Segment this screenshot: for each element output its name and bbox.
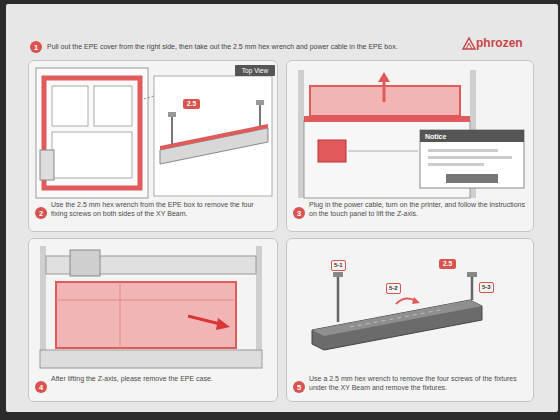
- step-caption: Use a 2.5 mm hex wrench to remove the fo…: [309, 375, 525, 399]
- step-number-text: 2: [39, 209, 43, 218]
- rect-shape: [318, 140, 346, 162]
- line-shape: [56, 300, 236, 301]
- polygon-shape: [160, 124, 268, 150]
- rect-shape: [428, 149, 498, 152]
- line-shape: [171, 116, 173, 144]
- node-text: Top View: [242, 67, 268, 74]
- brand-logo: phrozen: [476, 36, 523, 50]
- rect-shape: [446, 174, 498, 183]
- line-shape: [120, 282, 121, 348]
- logo-icon: [463, 38, 475, 49]
- printer-lift: [298, 70, 524, 198]
- step-caption: After lifting the Z-axis, please remove …: [51, 375, 269, 399]
- line-shape: [259, 104, 261, 126]
- rect-shape: [56, 282, 236, 348]
- line-shape: [337, 276, 340, 322]
- rect-shape: [333, 272, 343, 277]
- top-view-printer: [36, 68, 154, 198]
- step-number: 5: [293, 381, 305, 393]
- step-panel: Use a 2.5 mm hex wrench to remove the fo…: [286, 238, 534, 402]
- xy-beam-inset: [154, 76, 272, 196]
- step-number-text: 4: [39, 383, 43, 392]
- node-text: Notice: [425, 131, 446, 143]
- step-number: 3: [293, 207, 305, 219]
- rect-shape: [256, 100, 264, 105]
- line-shape: [188, 316, 220, 324]
- rect-shape: [304, 116, 470, 122]
- rect-shape: [52, 86, 88, 126]
- rect-shape: [467, 272, 477, 277]
- line-shape: [140, 96, 154, 100]
- rect-shape: [286, 238, 534, 402]
- tool-tag: 2.5: [439, 259, 456, 269]
- line-shape: [350, 310, 440, 327]
- rect-shape: [52, 132, 132, 178]
- step-panel: After lifting the Z-axis, please remove …: [28, 238, 278, 402]
- path-shape: [463, 38, 475, 49]
- polygon-shape: [216, 318, 230, 330]
- polygon-shape: [378, 72, 390, 82]
- rect-shape: [298, 70, 304, 198]
- notice-popup: Notice: [421, 131, 525, 189]
- path-shape: [466, 43, 472, 49]
- rect-shape: [168, 112, 176, 117]
- rect-shape: [154, 76, 272, 196]
- rect-shape: [428, 163, 484, 166]
- step-number-text: 3: [297, 209, 301, 218]
- step-caption: Use the 2.5 mm hex wrench from the EPE b…: [51, 201, 269, 229]
- line-shape: [471, 276, 474, 300]
- step-number-text: 5: [297, 383, 301, 392]
- rect-shape: [428, 156, 512, 159]
- rect-shape: [40, 350, 262, 368]
- step-panel: Plug in the power cable, turn on the pri…: [286, 60, 534, 232]
- step-caption: Plug in the power cable, turn on the pri…: [309, 201, 525, 229]
- callout-number: 5-1: [331, 260, 346, 271]
- polygon-shape: [412, 297, 420, 304]
- rect-shape: [6, 4, 558, 412]
- step-text: Pull out the EPE cover from the right si…: [47, 42, 455, 52]
- callout-number: 5-3: [479, 282, 494, 293]
- rect-shape: [40, 150, 54, 180]
- view-tag: Top View: [235, 65, 275, 76]
- rect-shape: [420, 130, 524, 142]
- step-number: 4: [35, 381, 47, 393]
- rect-shape: [94, 86, 132, 126]
- node-text: 2.5: [187, 100, 196, 107]
- line-shape: [348, 151, 418, 152]
- rect-shape: [70, 250, 100, 276]
- rect-shape: [36, 68, 148, 198]
- step-number: 2: [35, 207, 47, 219]
- rect-shape: [420, 130, 524, 188]
- rect-shape: [28, 238, 278, 402]
- line-shape: [383, 80, 386, 102]
- printer-case: [40, 246, 262, 368]
- rect-shape: [28, 60, 278, 232]
- step-number: 1: [30, 41, 42, 53]
- step-panel: Use the 2.5 mm hex wrench from the EPE b…: [28, 60, 278, 232]
- rect-shape: [286, 60, 534, 232]
- callout-number: 5-2: [386, 283, 401, 294]
- rect-shape: [44, 78, 140, 188]
- node-text: 2.5: [443, 260, 452, 267]
- tool-tag: 2.5: [183, 99, 200, 109]
- step-number-text: 1: [34, 43, 38, 52]
- fixture-beam: [312, 272, 482, 350]
